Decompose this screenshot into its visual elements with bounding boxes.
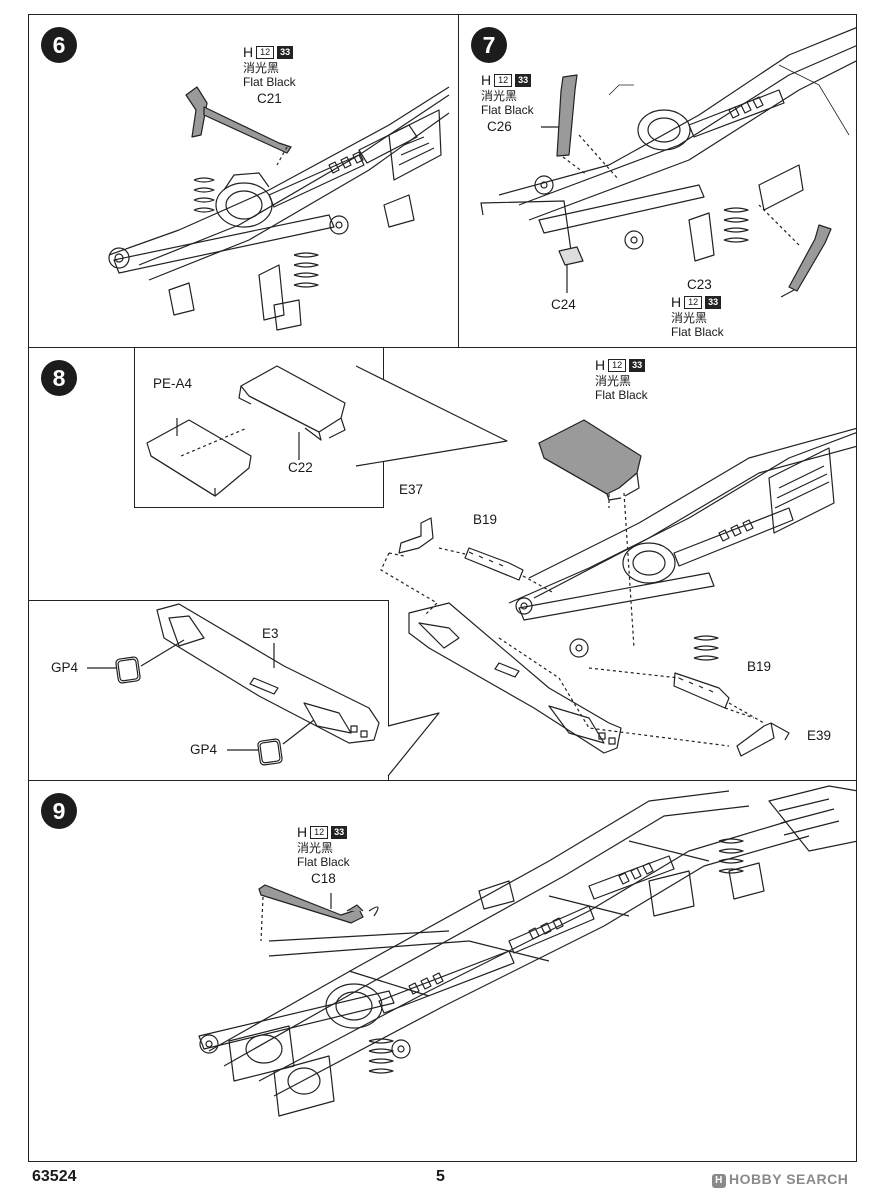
step-8-assembly-drawing (87, 365, 856, 777)
product-code: 63524 (32, 1168, 77, 1185)
part-label-c21: C21 (257, 91, 282, 106)
part-label-gp4-a: GP4 (51, 660, 79, 675)
step-8-inset-bumper (29, 600, 389, 780)
part-label-e37: E37 (399, 482, 424, 497)
step-6-chassis-drawing (108, 86, 450, 331)
part-label-c22: C22 (288, 460, 313, 475)
paint-name-jp: 消光黑 (481, 88, 518, 103)
part-label-c26: C26 (487, 119, 512, 134)
part-label-c24: C24 (551, 297, 576, 312)
paint-number-white: 12 (684, 295, 703, 309)
paint-name-jp: 消光黑 (243, 60, 280, 75)
paint-name-en: Flat Black (297, 855, 350, 869)
paint-number-black: 33 (629, 358, 646, 372)
paint-number-white: 12 (256, 45, 275, 59)
paint-number-black: 33 (331, 825, 348, 839)
step-8-number: 8 (41, 360, 77, 396)
paint-code: H (595, 357, 606, 373)
step-8-inset-top (134, 348, 384, 508)
paint-name-en: Flat Black (481, 103, 534, 117)
part-label-c23: C23 (687, 277, 712, 292)
part-label-gp4-b: GP4 (190, 742, 218, 757)
paint-number-black: 33 (277, 45, 294, 59)
step-9-chassis-drawing (198, 785, 856, 1117)
paint-number-white: 12 (608, 358, 627, 372)
paint-name-jp: 消光黑 (595, 373, 632, 388)
hobby-search-logo-icon: H (712, 1174, 726, 1188)
step-6-number: 6 (41, 27, 77, 63)
part-label-e3: E3 (262, 626, 279, 641)
paint-code: H (243, 44, 254, 60)
part-label-b19-b: B19 (747, 659, 772, 674)
step-7-number: 7 (471, 27, 507, 63)
paint-code: H (297, 824, 308, 840)
paint-code: H (481, 72, 492, 88)
paint-number-white: 12 (310, 825, 329, 839)
part-label-b19-a: B19 (473, 512, 498, 527)
step-9-number: 9 (41, 793, 77, 829)
step-7-chassis-drawing (480, 27, 856, 298)
paint-name-en: Flat Black (243, 75, 296, 89)
paint-code: H (671, 294, 682, 310)
part-label-e39: E39 (807, 728, 832, 743)
paint-name-en: Flat Black (671, 325, 724, 339)
watermark-text: HOBBY SEARCH (729, 1171, 849, 1187)
paint-number-white: 12 (494, 73, 513, 87)
paint-number-black: 33 (515, 73, 532, 87)
part-label-c18: C18 (311, 871, 336, 886)
paint-name-jp: 消光黑 (297, 840, 334, 855)
part-label-pe-a4: PE-A4 (153, 376, 193, 391)
paint-name-jp: 消光黑 (671, 310, 708, 325)
paint-name-en: Flat Black (595, 388, 648, 402)
page-number: 5 (436, 1168, 445, 1185)
paint-number-black: 33 (705, 295, 722, 309)
